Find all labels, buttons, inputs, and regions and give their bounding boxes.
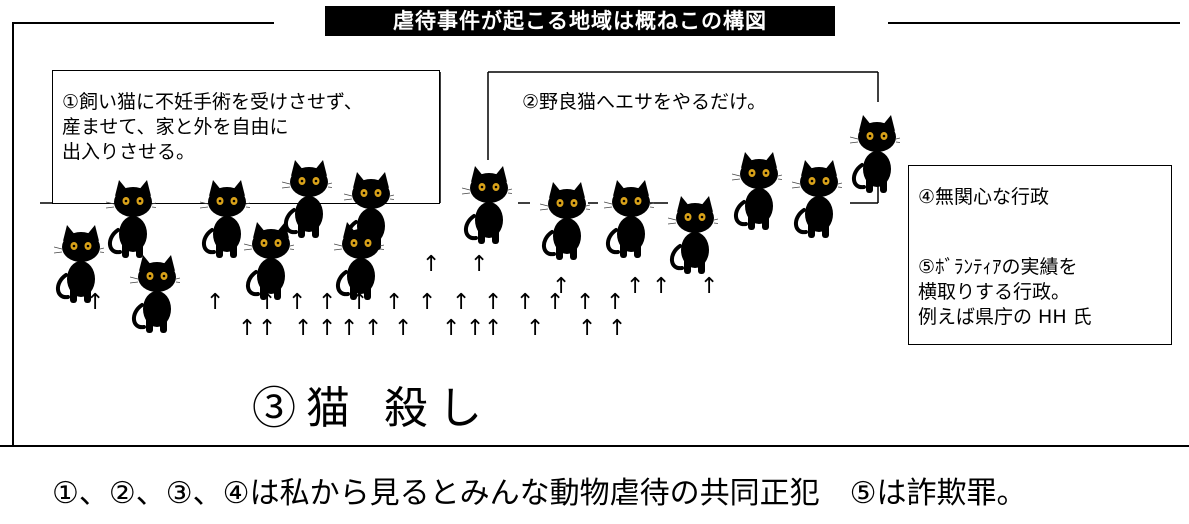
black-cat-icon [604,180,654,260]
upward-arrow-icon: ↑ [516,290,535,315]
upward-arrow-icon: ↑ [86,290,105,315]
upward-arrow-icon: ↑ [364,316,383,341]
upward-arrow-icon: ↑ [238,316,257,341]
upward-arrow-icon: ↑ [608,316,627,341]
upward-arrow-icon: ↑ [466,316,485,341]
note-4-text: ④無関心な行政 [918,186,1050,208]
black-cat-icon [282,160,332,240]
black-cat-icon [462,166,512,246]
black-cat-icon [106,180,156,260]
upward-arrow-icon: ↑ [442,316,461,341]
upward-arrow-icon: ↑ [578,316,597,341]
upward-arrow-icon: ↑ [258,290,277,315]
frame-bottom-divider [0,445,1189,447]
upward-arrow-icon: ↑ [294,316,313,341]
conclusion-text: ①、②、③、④は私から見るとみんな動物虐待の共同正犯 ⑤は詐欺罪。 [52,476,1027,511]
upward-arrow-icon: ↑ [418,290,437,315]
upward-arrow-icon: ↑ [394,316,413,341]
upward-arrow-icon: ↑ [526,316,545,341]
black-cat-icon [792,160,842,240]
upward-arrow-icon: ↑ [626,274,645,299]
black-cat-icon [668,196,718,276]
upward-arrow-icon: ↑ [452,290,471,315]
cat-killing-label: ③猫 殺し [252,383,492,434]
note-2-text: ②野良猫へエサをやるだけ。 [522,91,767,113]
upward-arrow-icon: ↑ [576,290,595,315]
upward-arrow-icon: ↑ [552,274,571,299]
upward-arrow-icon: ↑ [652,274,671,299]
frame-top-right-line [888,22,1180,24]
upward-arrow-icon: ↑ [258,316,277,341]
black-cat-icon [540,182,590,262]
upward-arrow-icon: ↑ [288,290,307,315]
black-cat-icon [850,115,900,195]
frame-top-left-line [12,22,274,24]
upward-arrow-icon: ↑ [422,252,441,277]
note-5-text: ⑤ﾎﾞﾗﾝﾃｨｱの実績を 横取りする行政。 例えば県庁の HH 氏 [918,256,1092,328]
upward-arrow-icon: ↑ [350,290,369,315]
upward-arrow-icon: ↑ [318,316,337,341]
upward-arrow-icon: ↑ [206,290,225,315]
note-1-text: ①飼い猫に不妊手術を受けさせず、 産ませて、家と外を自由に 出入りさせる。 [62,91,363,163]
upward-arrow-icon: ↑ [606,290,625,315]
note-4-5-box [908,165,1172,345]
black-cat-icon [732,152,782,232]
black-cat-icon [200,180,250,260]
black-cat-icon [130,255,180,335]
upward-arrow-icon: ↑ [484,316,503,341]
upward-arrow-icon: ↑ [470,252,489,277]
diagram-title: 虐待事件が起こる地域は概ねこの構図 [325,6,835,36]
frame-left-line [12,22,14,446]
upward-arrow-icon: ↑ [484,290,503,315]
upward-arrow-icon: ↑ [700,274,719,299]
upward-arrow-icon: ↑ [340,316,359,341]
upward-arrow-icon: ↑ [385,290,404,315]
upward-arrow-icon: ↑ [318,290,337,315]
